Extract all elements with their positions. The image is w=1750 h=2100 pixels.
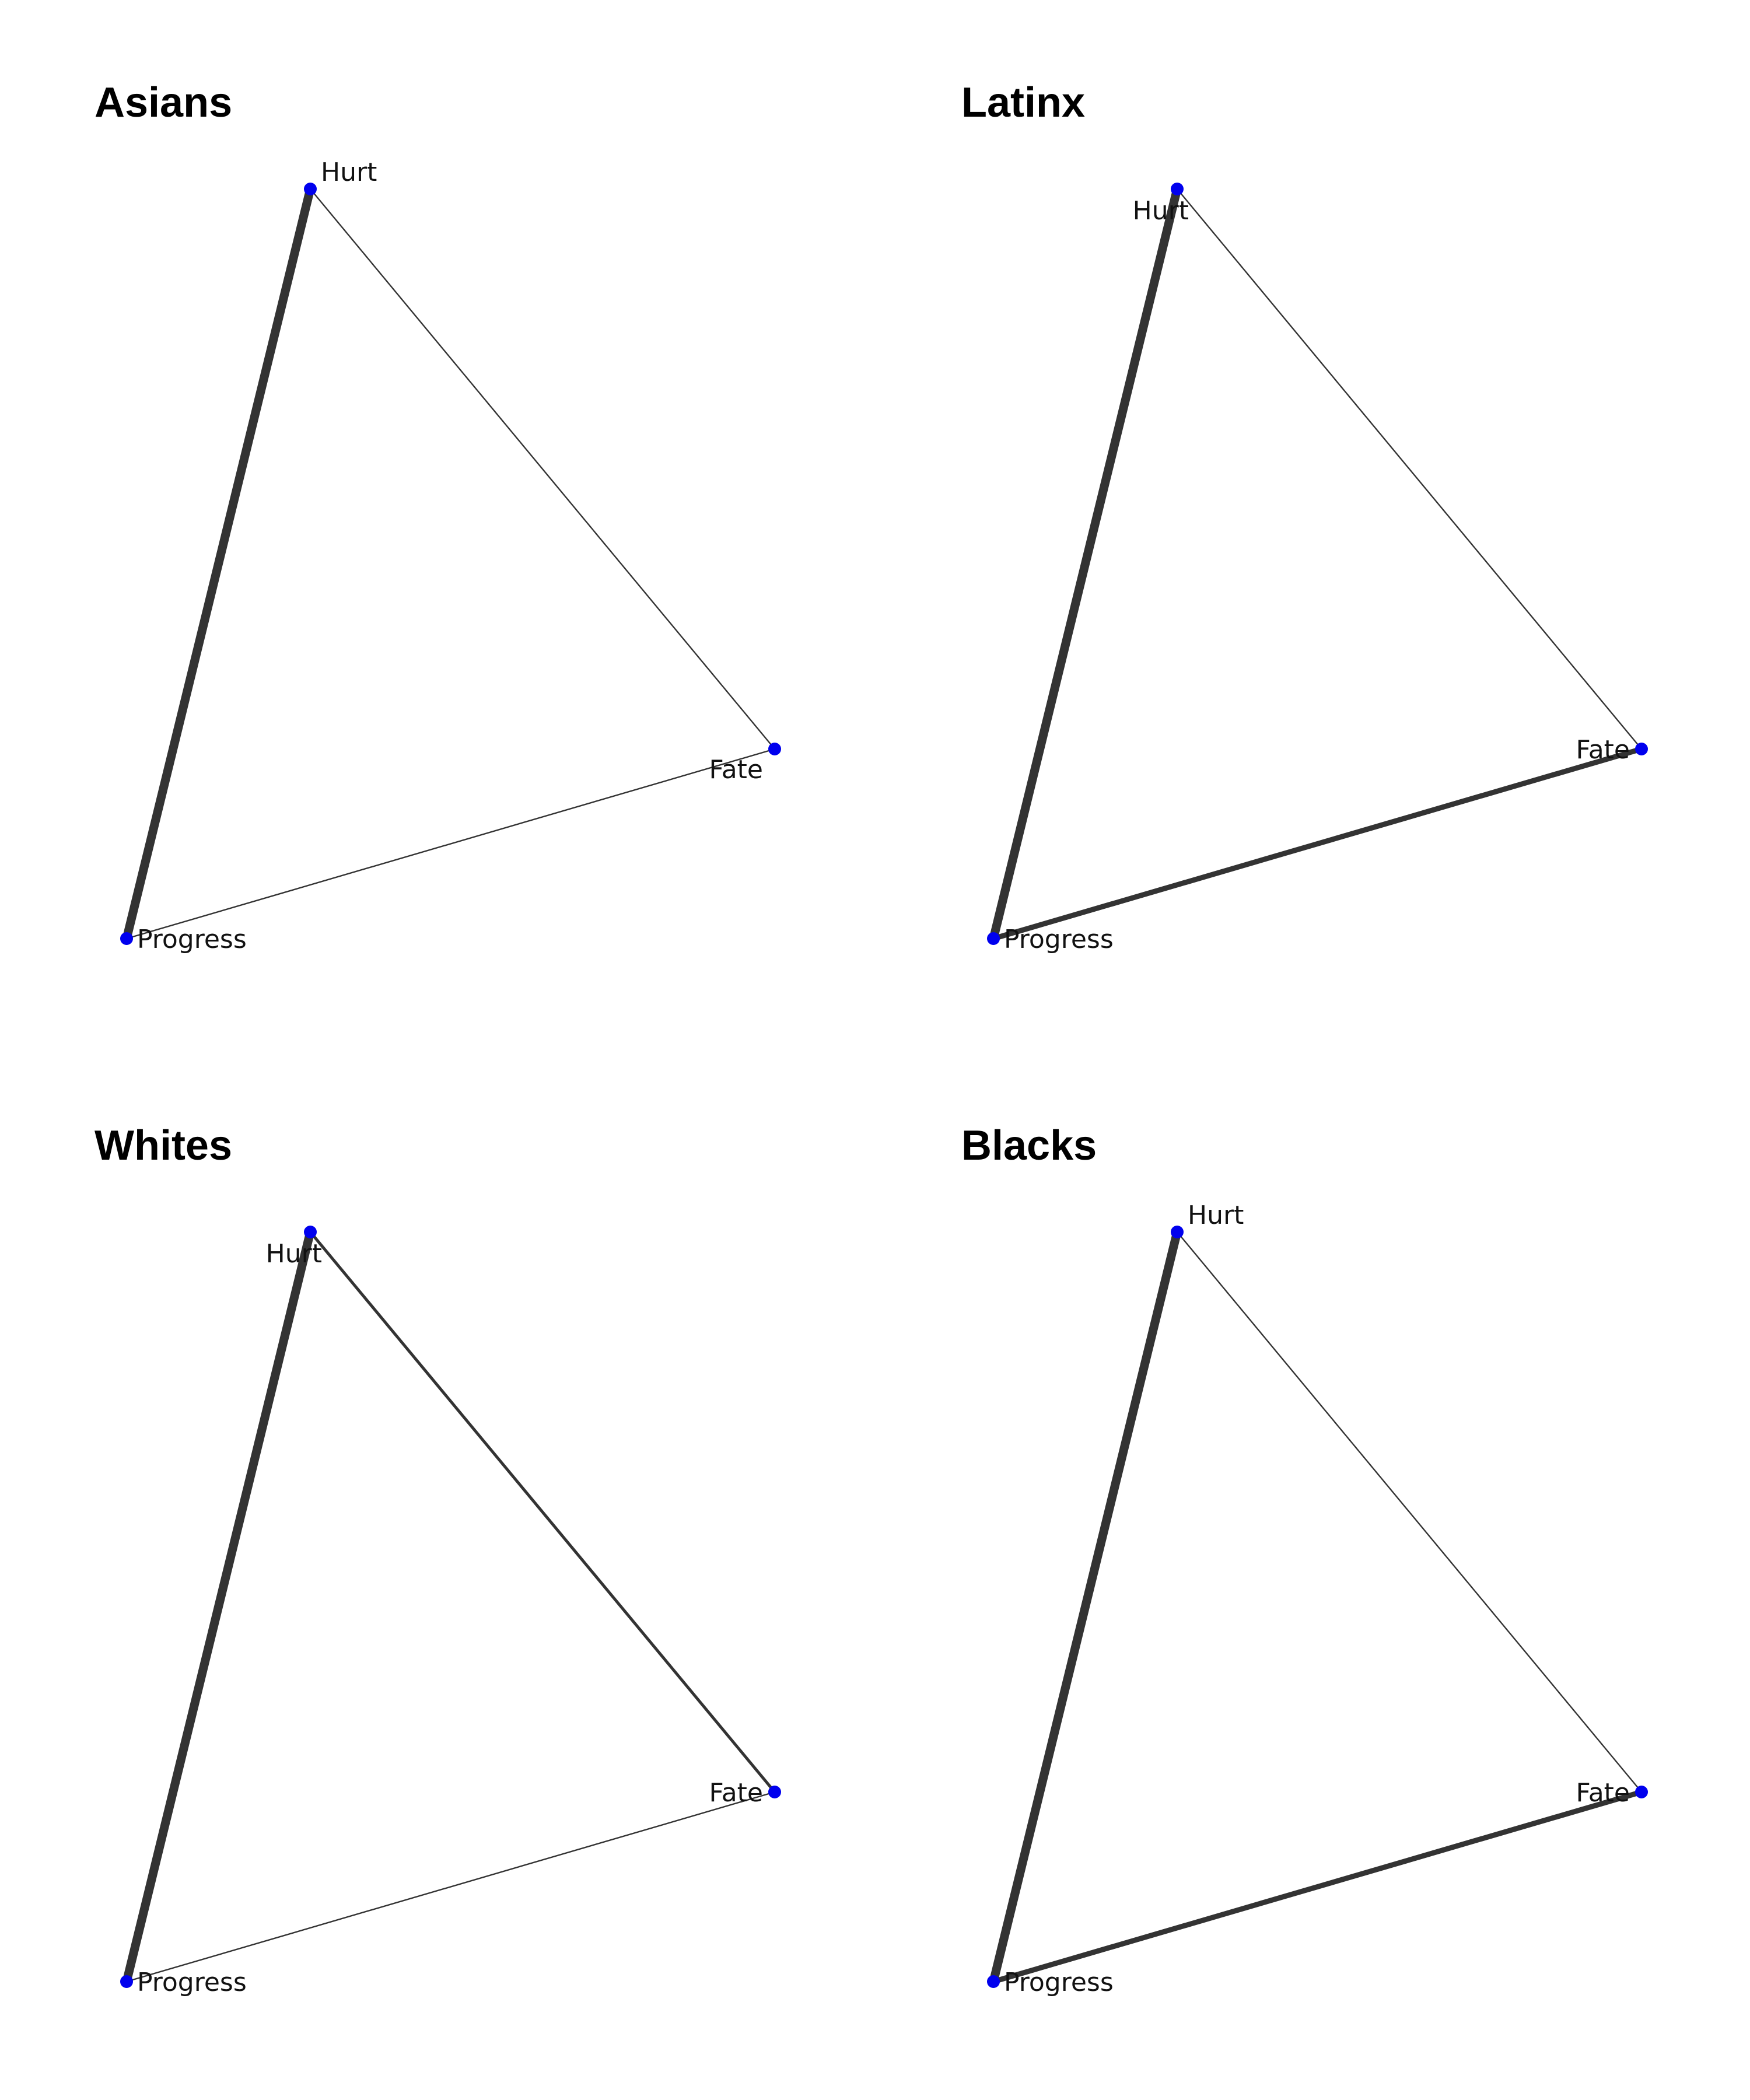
panel-title: Blacks [961,1122,1097,1169]
node-progress [120,932,133,945]
edge-hurt-progress [989,184,1182,943]
node-fate [768,1786,781,1798]
edge-hurt-progress [122,184,315,943]
node-hurt [304,183,317,195]
node-label-fate: Fate [1576,1778,1630,1808]
node-hurt [304,1226,317,1238]
node-label-hurt: Hurt [1188,1200,1244,1230]
node-label-fate: Fate [1576,735,1630,765]
panel-title: Latinx [961,79,1085,126]
node-label-progress: Progress [1004,1968,1114,1997]
node-progress [987,932,1000,945]
edge-hurt-progress [122,1227,315,1986]
node-fate [1635,1786,1648,1798]
node-fate [768,743,781,755]
node-hurt [1171,1226,1184,1238]
node-label-fate: Fate [709,1778,763,1808]
edge-hurt-fate [1176,1231,1643,1793]
node-label-progress: Progress [137,925,247,954]
edge-hurt-fate [309,1230,776,1794]
node-progress [987,1975,1000,1988]
node-fate [1635,743,1648,755]
node-hurt [1171,183,1184,195]
node-label-hurt: Hurt [321,158,377,187]
node-label-hurt: Hurt [266,1239,322,1269]
edge-fate-progress [125,1791,776,1983]
edge-hurt-fate [1176,188,1643,750]
edge-fate-progress [125,748,776,940]
node-label-progress: Progress [137,1968,247,1997]
node-label-fate: Fate [709,755,763,785]
edge-hurt-fate [309,188,776,750]
panel-title: Whites [94,1122,232,1169]
panel-title: Asians [94,79,232,126]
edge-hurt-progress [989,1227,1182,1986]
edge-fate-progress [991,746,1644,942]
edge-fate-progress [991,1789,1644,1985]
node-progress [120,1975,133,1988]
node-label-hurt: Hurt [1133,196,1189,226]
node-label-progress: Progress [1004,925,1114,954]
